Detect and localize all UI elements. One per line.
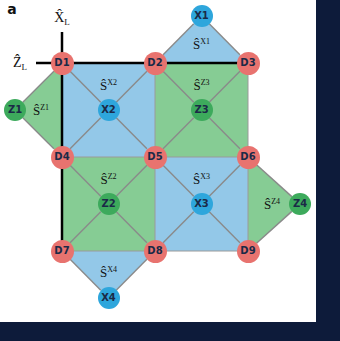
- coupling-line: [257, 211, 292, 243]
- stabilizer-label: ŜZ4: [264, 198, 280, 211]
- coupling-line: [70, 165, 101, 196]
- background-strip: [0, 322, 340, 341]
- coupling-line: [70, 212, 101, 243]
- stabilizer-label: ŜX4: [100, 266, 117, 279]
- stabilizer-label: ŜZ3: [193, 79, 209, 92]
- qubit-label: X1: [194, 11, 209, 21]
- ancilla-z-qubit: Z1: [4, 99, 26, 121]
- coupling-line: [116, 71, 147, 102]
- coupling-line: [116, 118, 147, 149]
- coupling-line: [23, 118, 54, 149]
- data-qubit: D1: [51, 52, 74, 75]
- qubit-label: X2: [101, 105, 116, 115]
- data-qubit: D4: [51, 146, 74, 169]
- ancilla-z-qubit: Z2: [98, 193, 120, 215]
- coupling-line: [163, 71, 194, 102]
- qubit-label: D6: [240, 152, 255, 162]
- coupling-line: [116, 212, 147, 243]
- background-strip: [316, 0, 340, 341]
- qubit-label: D1: [54, 58, 69, 68]
- coupling-line: [257, 165, 292, 197]
- coupling-line: [163, 24, 194, 55]
- data-qubit: D8: [144, 240, 167, 263]
- stabilizer-label: ŜX3: [193, 173, 210, 186]
- logical-operator-label: X̂L: [54, 11, 70, 25]
- x-plaquette: [62, 63, 155, 157]
- coupling-line: [163, 165, 194, 196]
- qubit-label: D5: [147, 152, 162, 162]
- logical-operator-label: ẐL: [13, 56, 27, 70]
- ancilla-x-qubit: X1: [191, 5, 213, 27]
- coupling-line: [70, 259, 101, 290]
- qubit-label: X3: [194, 199, 209, 209]
- qubit-label: D3: [240, 58, 255, 68]
- ancilla-x-qubit: X4: [98, 287, 120, 309]
- ancilla-z-qubit: Z3: [191, 99, 213, 121]
- qubit-label: D7: [54, 246, 69, 256]
- qubit-label: D8: [147, 246, 162, 256]
- data-qubit: D6: [237, 146, 260, 169]
- ancilla-z-qubit: Z4: [289, 193, 311, 215]
- stabilizer-label: ŜZ2: [100, 173, 116, 186]
- data-qubit: D2: [144, 52, 167, 75]
- qubit-label: Z3: [194, 105, 208, 115]
- coupling-line: [70, 71, 101, 102]
- z-plaquette: [155, 63, 248, 157]
- qubit-label: D9: [240, 246, 255, 256]
- z-plaquette: [62, 157, 155, 251]
- stabilizer-label: ŜX2: [100, 79, 117, 92]
- qubit-label: Z1: [8, 105, 22, 115]
- coupling-line: [209, 24, 240, 55]
- coupling-line: [70, 118, 101, 149]
- coupling-line: [116, 165, 147, 196]
- ancilla-x-qubit: X3: [191, 193, 213, 215]
- qubit-label: X4: [101, 293, 116, 303]
- coupling-line: [209, 71, 240, 102]
- coupling-line: [209, 165, 240, 196]
- panel-letter: a: [7, 2, 16, 16]
- data-qubit: D9: [237, 240, 260, 263]
- qubit-label: D4: [54, 152, 69, 162]
- data-qubit: D7: [51, 240, 74, 263]
- coupling-line: [23, 71, 54, 102]
- ancilla-x-qubit: X2: [98, 99, 120, 121]
- qubit-label: Z2: [101, 199, 115, 209]
- coupling-line: [209, 212, 240, 243]
- data-qubit: D5: [144, 146, 167, 169]
- x-plaquette: [155, 157, 248, 251]
- qubit-label: Z4: [293, 199, 307, 209]
- stabilizer-label: ŜX1: [193, 38, 210, 51]
- qubit-label: D2: [147, 58, 162, 68]
- coupling-line: [116, 259, 147, 290]
- coupling-line: [209, 118, 240, 149]
- stabilizer-label: ŜZ1: [33, 104, 49, 117]
- data-qubit: D3: [237, 52, 260, 75]
- coupling-line: [163, 118, 194, 149]
- coupling-line: [163, 212, 194, 243]
